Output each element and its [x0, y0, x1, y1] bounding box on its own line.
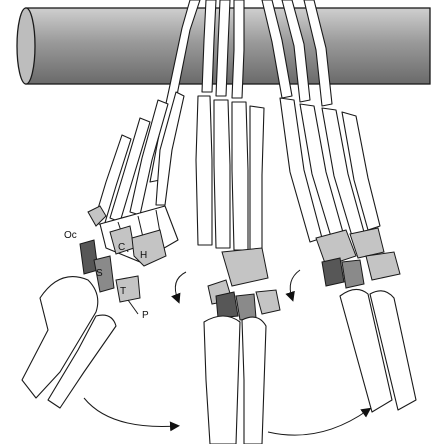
carpal-mid-mid	[236, 294, 256, 320]
metacarpal-mid-2	[214, 100, 230, 248]
ulna-mid	[242, 317, 266, 444]
finger-mid-3	[232, 0, 244, 98]
metacarpal-mid-4	[250, 106, 264, 252]
label-p: P	[142, 310, 149, 321]
label-t: T	[120, 286, 126, 297]
carpal-right-light-3	[366, 252, 400, 280]
curved-arrow-icon	[84, 398, 176, 426]
metacarpal-mid-3	[232, 102, 248, 250]
curved-arrow-icon	[268, 410, 368, 435]
carpal-right-mid	[342, 260, 364, 288]
label-h: H	[140, 250, 147, 261]
metacarpal-mid-1	[196, 96, 212, 245]
carpal-right-dark	[322, 258, 344, 286]
label-s: S	[96, 268, 103, 279]
radius-mid	[204, 316, 240, 444]
rotation-arrow-icon	[290, 270, 300, 298]
carpal-mid-light	[222, 248, 268, 286]
label-oc: Oc	[64, 230, 77, 241]
carpal-mid-dark	[216, 292, 238, 318]
carpal-mid-light-3	[256, 290, 280, 314]
rotation-arrow-icon	[175, 272, 186, 300]
label-c: C	[118, 242, 125, 253]
